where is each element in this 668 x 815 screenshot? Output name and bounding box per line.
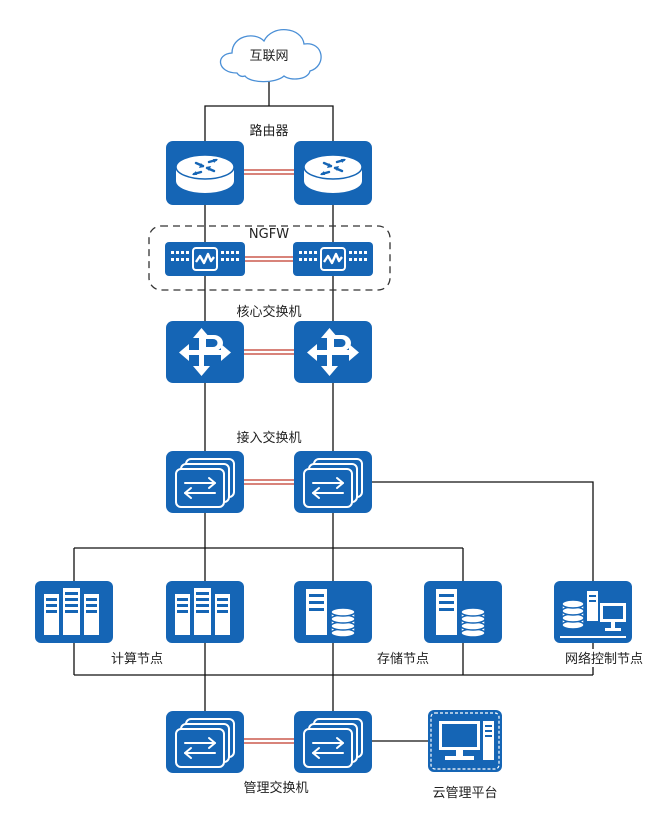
firewall-icon <box>291 240 375 278</box>
connection-lines <box>73 80 594 742</box>
workstation-icon <box>427 709 503 773</box>
layer3-switch-icon <box>166 321 244 383</box>
router-left <box>164 139 246 207</box>
ngfw-left <box>163 240 247 278</box>
access-switch-right <box>293 450 373 514</box>
network-controller-icon <box>553 580 633 644</box>
storage-node-label: 存储节点 <box>377 652 429 667</box>
storage-node-2 <box>423 580 503 644</box>
server-rack-icon <box>35 581 113 643</box>
core-switch-label: 核心交换机 <box>236 304 301 320</box>
cloud-mgmt-platform-label: 云管理平台 <box>432 786 497 801</box>
link-access-controller <box>372 481 594 581</box>
server-rack-icon <box>166 581 244 643</box>
layer3-switch-icon <box>294 321 372 383</box>
switch-icon <box>293 450 373 514</box>
ngfw-group-border <box>148 225 391 291</box>
internet-cloud: 互联网 <box>219 29 322 83</box>
core-switch-right <box>294 321 372 383</box>
access-switch-label: 接入交换机 <box>236 430 301 446</box>
switch-icon <box>293 710 373 774</box>
router-label: 路由器 <box>249 123 288 139</box>
redundant-links <box>244 169 294 744</box>
ngfw-label: NGFW <box>249 227 289 242</box>
ngfw-right <box>291 240 375 278</box>
core-switch-left <box>166 321 244 383</box>
router-icon <box>164 139 246 207</box>
switch-icon <box>165 450 245 514</box>
internet-label: 互联网 <box>249 49 288 64</box>
mgmt-switch-label: 管理交换机 <box>243 780 308 796</box>
compute-node-label: 计算节点 <box>111 652 163 667</box>
cloud-mgmt-platform <box>427 709 503 773</box>
network-control-node-label: 网络控制节点 <box>565 651 643 667</box>
switch-icon <box>165 710 245 774</box>
router-right <box>292 139 374 207</box>
mgmt-switch-left <box>165 710 245 774</box>
storage-server-icon <box>423 580 503 644</box>
storage-server-icon <box>293 580 373 644</box>
mgmt-switch-right <box>293 710 373 774</box>
compute-node-2 <box>166 581 244 643</box>
router-icon <box>292 139 374 207</box>
storage-node-1 <box>293 580 373 644</box>
compute-node-1 <box>35 581 113 643</box>
network-control-node <box>553 580 633 644</box>
firewall-icon <box>163 240 247 278</box>
access-switch-left <box>165 450 245 514</box>
cloud-icon <box>219 29 322 83</box>
